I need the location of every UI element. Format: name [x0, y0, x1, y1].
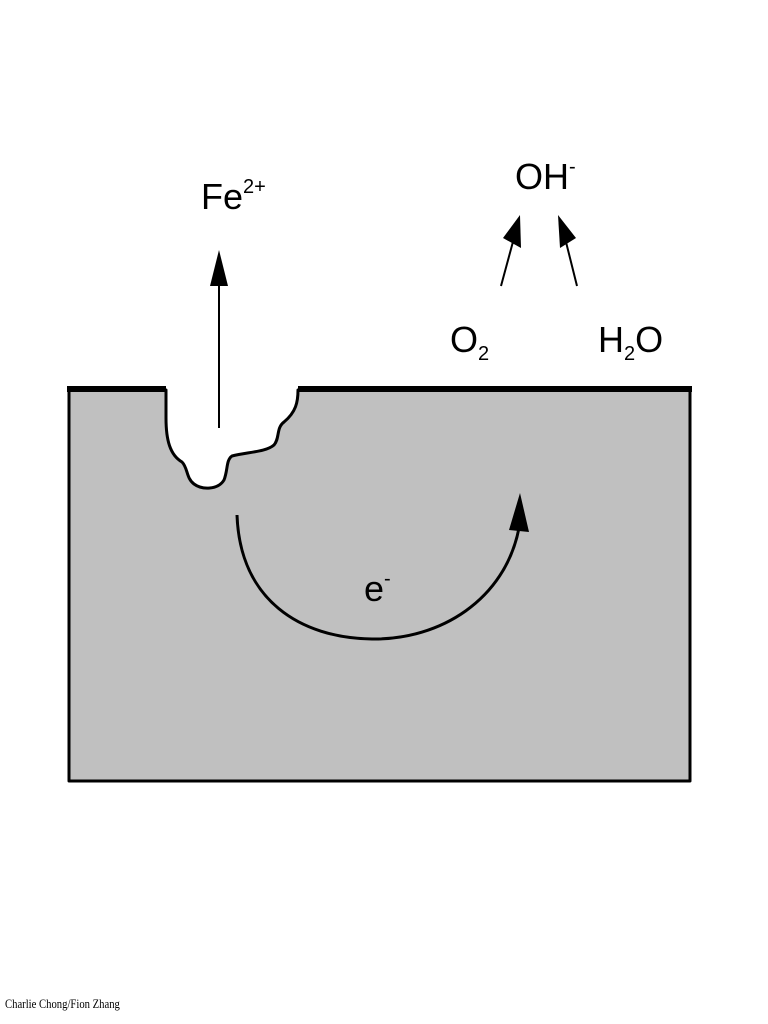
- water-label-base: H: [598, 319, 624, 360]
- electron-label-charge: -: [384, 568, 391, 590]
- iron-ion-arrow-head: [210, 250, 228, 286]
- iron-ion-label: Fe2+: [201, 176, 266, 217]
- water-to-hydroxide-arrow-shaft: [564, 237, 578, 287]
- electron-flow-arrow-head: [509, 493, 529, 532]
- oxygen-label-base: O: [450, 319, 478, 360]
- metal-block: [67, 388, 692, 783]
- oxygen-label-subscript: 2: [478, 343, 489, 365]
- hydroxide-label: OH-: [515, 156, 576, 197]
- hydroxide-label-base: OH: [515, 156, 569, 197]
- electron-flow-arc: [235, 514, 521, 641]
- oxygen-to-hydroxide-arrow-head: [503, 215, 521, 248]
- electron-label-base: e: [364, 568, 384, 609]
- water-to-hydroxide-arrow-head: [558, 215, 576, 248]
- oxygen-label: O2: [450, 319, 489, 365]
- water-label-tail: O: [635, 319, 663, 360]
- credit-text: Charlie Chong/Fion Zhang: [5, 996, 120, 1011]
- water-label-subscript: 2: [624, 343, 635, 365]
- hydroxide-label-charge: -: [569, 156, 576, 178]
- water-label: H2O: [598, 319, 663, 365]
- iron-ion-label-charge: 2+: [243, 176, 266, 198]
- oxygen-to-hydroxide-arrow-shaft: [500, 237, 515, 287]
- electron-label: e-: [364, 568, 391, 609]
- iron-ion-label-base: Fe: [201, 176, 243, 217]
